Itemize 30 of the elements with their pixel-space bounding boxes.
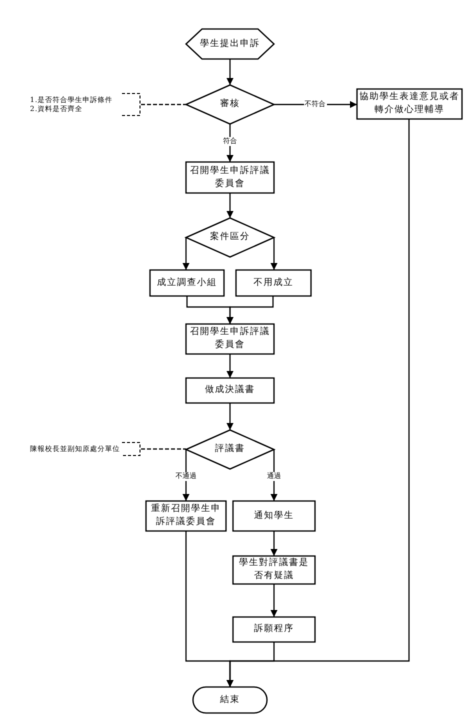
process-box: 協助學生表達意見或者轉介做心理輔導 — [357, 89, 462, 119]
process-box: 召開學生申訴評議委員會 — [186, 162, 274, 193]
arrow — [270, 450, 278, 501]
end-terminator: 結束 — [193, 687, 267, 713]
process-box: 訴願程序 — [233, 617, 315, 642]
process-box: 通知學生 — [233, 501, 315, 531]
arrow — [182, 450, 190, 501]
decision-diamond: 評議書 — [186, 430, 274, 469]
decision-diamond: 審核 — [186, 85, 274, 124]
dashed-connector — [141, 104, 186, 106]
arrow — [226, 354, 234, 378]
process-box: 重新召開學生申訴評議委員會 — [146, 501, 226, 531]
arrow — [226, 119, 410, 687]
process-box: 成立調查小組 — [150, 270, 224, 296]
arrow — [270, 584, 278, 617]
arrow — [270, 531, 278, 556]
start-hexagon: 學生提出申訴 — [186, 29, 274, 59]
arrow — [226, 296, 274, 324]
process-box: 學生對評議書是否有疑議 — [233, 556, 315, 584]
arrow — [226, 193, 234, 218]
arrow — [226, 124, 234, 162]
arrow — [182, 238, 190, 270]
arrow — [270, 238, 278, 270]
process-box: 做成決議書 — [186, 378, 274, 403]
process-box: 不用成立 — [236, 270, 311, 296]
process-box: 召開學生申訴評議委員會 — [186, 324, 274, 354]
decision-diamond: 案件區分 — [186, 218, 274, 257]
arrow — [226, 59, 234, 85]
dashed-connector — [141, 448, 186, 450]
arrow — [226, 403, 234, 430]
